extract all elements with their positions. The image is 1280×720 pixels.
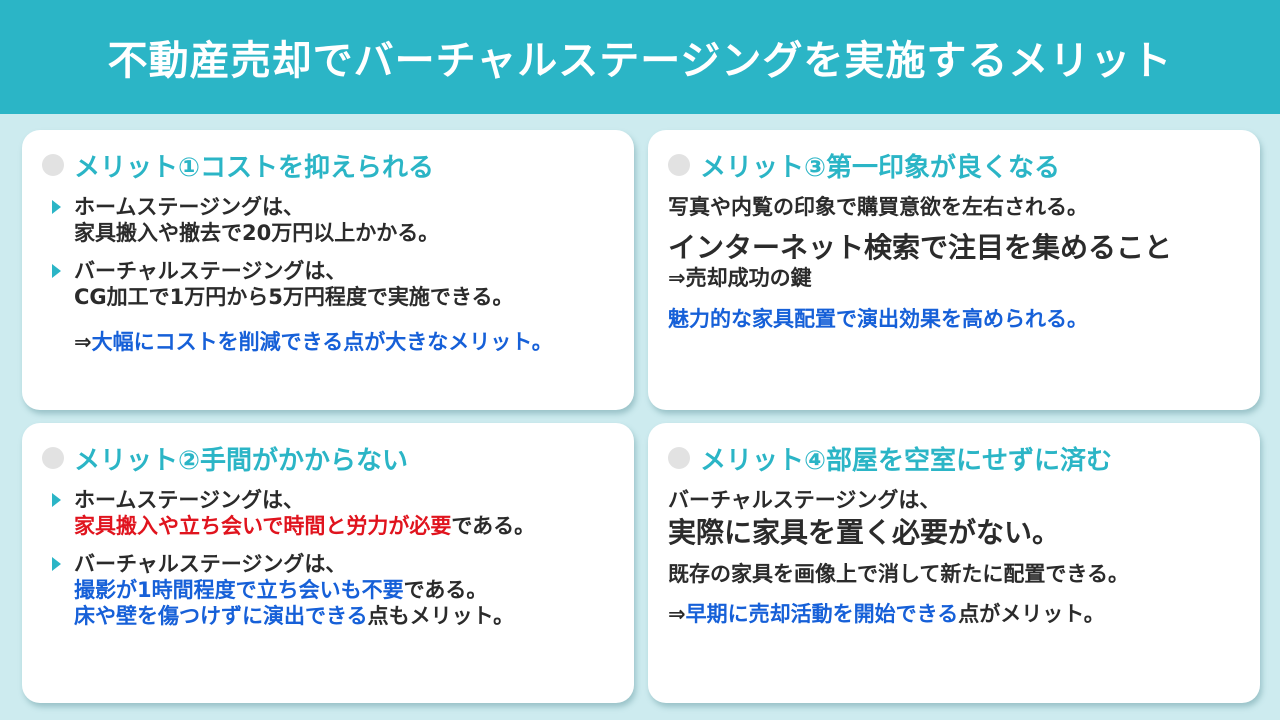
bullet-line: ホームステージングは、: [74, 195, 304, 219]
page-title: 不動産売却でバーチャルステージングを実施するメリット: [107, 38, 1173, 84]
arrow-icon: ⇒: [74, 330, 92, 354]
conclusion-emphasis: 大幅にコストを削減できる点が大きなメリット。: [91, 330, 553, 354]
emphasis-text: インターネット検索で注目を集めること: [668, 231, 1173, 264]
conclusion-rest: 点がメリット。: [958, 602, 1105, 626]
circle-bullet-icon: [42, 447, 64, 469]
conclusion: ⇒早期に売却活動を開始できる点がメリット。: [668, 601, 1240, 627]
body-text: 既存の家具を画像上で消して新たに配置できる。: [668, 562, 1129, 586]
bullet-item: バーチャルステージングは、 撮影が1時間程度で立ち会いも不要である。 床や壁を傷…: [42, 551, 614, 629]
header-banner: 不動産売却でバーチャルステージングを実施するメリット: [0, 0, 1280, 114]
triangle-bullet-icon: [52, 493, 61, 507]
triangle-bullet-icon: [52, 200, 61, 214]
circle-bullet-icon: [668, 154, 690, 176]
highlight-emphasis: 床や壁を傷つけずに演出できる: [74, 604, 368, 628]
card-title: メリット③第一印象が良くなる: [668, 148, 1240, 183]
triangle-bullet-icon: [52, 557, 61, 571]
body-text: 写真や内覧の印象で購買意欲を左右される。: [668, 195, 1088, 219]
card-title-text: メリット②手間がかからない: [74, 445, 409, 476]
arrow-icon: ⇒: [668, 602, 686, 626]
conclusion: ⇒大幅にコストを削減できる点が大きなメリット。: [42, 326, 614, 356]
bullet-line: である。: [403, 578, 488, 602]
triangle-bullet-icon: [52, 264, 61, 278]
bullet-item: バーチャルステージングは、 CG加工で1万円から5万円程度で実施できる。: [42, 258, 614, 310]
bullet-line: ホームステージングは、: [74, 488, 304, 512]
card-title: メリット④部屋を空室にせずに済む: [668, 441, 1240, 476]
circle-bullet-icon: [668, 447, 690, 469]
body-text: バーチャルステージングは、: [668, 488, 941, 512]
bullet-item: ホームステージングは、 家具搬入や撤去で20万円以上かかる。: [42, 194, 614, 246]
card-title-text: メリット④部屋を空室にせずに済む: [700, 445, 1113, 476]
card-title-text: メリット③第一印象が良くなる: [700, 152, 1061, 183]
bullet-line: 点もメリット。: [367, 604, 515, 628]
card-title: メリット①コストを抑えられる: [42, 148, 614, 183]
warning-emphasis: 家具搬入や立ち会いで時間と労力が必要: [74, 514, 452, 538]
conclusion-emphasis: 早期に売却活動を開始できる: [685, 602, 959, 626]
highlight-text: 魅力的な家具配置で演出効果を高められる。: [668, 307, 1088, 331]
body-text: ⇒売却成功の鍵: [668, 266, 812, 290]
bullet-line: 家具搬入や撤去で20万円以上かかる。: [74, 221, 440, 245]
card-title: メリット②手間がかからない: [42, 441, 614, 476]
card-title-text: メリット①コストを抑えられる: [74, 152, 435, 183]
merit-card-1: メリット①コストを抑えられる ホームステージングは、 家具搬入や撤去で20万円以…: [22, 130, 634, 410]
emphasis-text: 実際に家具を置く必要がない。: [668, 516, 1061, 549]
circle-bullet-icon: [42, 154, 64, 176]
bullet-item: ホームステージングは、 家具搬入や立ち会いで時間と労力が必要である。: [42, 487, 614, 539]
bullet-line: バーチャルステージングは、: [74, 259, 347, 283]
merit-card-2: メリット②手間がかからない ホームステージングは、 家具搬入や立ち会いで時間と労…: [22, 423, 634, 703]
bullet-line: バーチャルステージングは、: [74, 552, 347, 576]
merit-card-4: メリット④部屋を空室にせずに済む バーチャルステージングは、 実際に家具を置く必…: [648, 423, 1260, 703]
merit-card-3: メリット③第一印象が良くなる 写真や内覧の印象で購買意欲を左右される。 インター…: [648, 130, 1260, 410]
bullet-line: である。: [451, 514, 536, 538]
highlight-emphasis: 撮影が1時間程度で立ち会いも不要: [74, 578, 404, 602]
bullet-line: CG加工で1万円から5万円程度で実施できる。: [74, 285, 514, 309]
